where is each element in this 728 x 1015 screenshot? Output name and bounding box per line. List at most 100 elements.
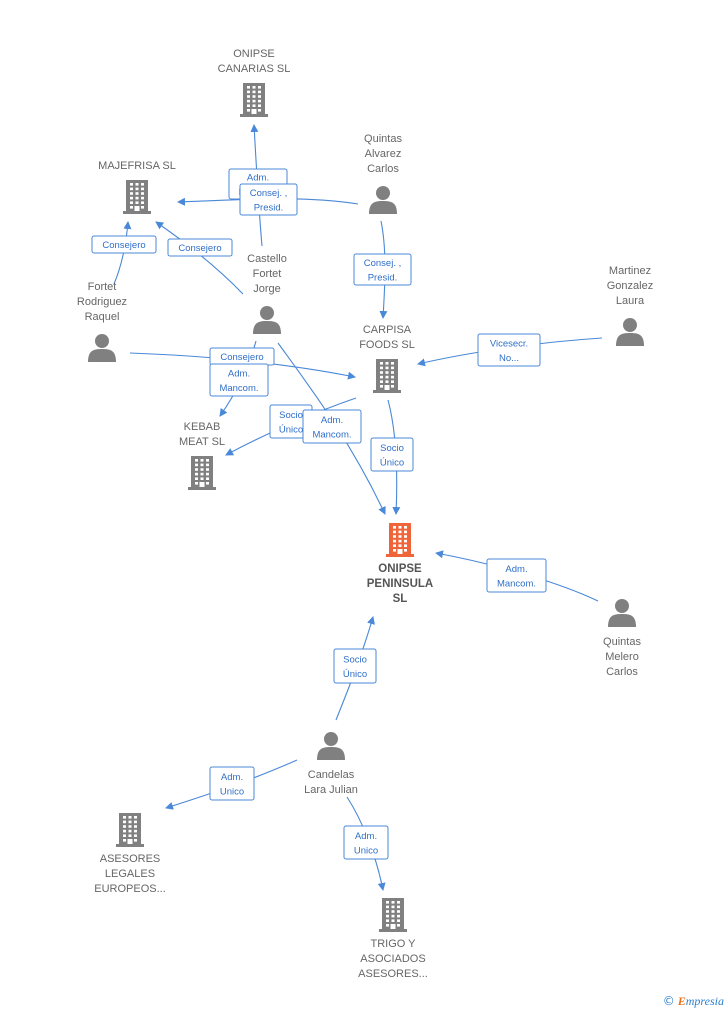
- person-icon[interactable]: [253, 306, 281, 334]
- node-label: ASOCIADOS: [360, 953, 425, 965]
- edge-label-box[interactable]: [239, 183, 298, 216]
- node-label: Rodriguez: [77, 296, 127, 308]
- edge-label-candelas-to-asesores[interactable]: Adm. Unico: [209, 766, 255, 801]
- node-label: Fortet: [253, 268, 282, 280]
- edge-label-box[interactable]: [209, 766, 255, 801]
- edge-label-quintas_melero-to-onipse_peninsula[interactable]: Adm. Mancom.: [486, 558, 547, 593]
- edge-label-text: Único: [279, 424, 303, 435]
- node-label: Fortet: [88, 281, 117, 293]
- person-icon[interactable]: [608, 599, 636, 627]
- edge-label-text: Vicesecr.: [490, 338, 528, 349]
- node-label: SL: [393, 593, 408, 605]
- edge-label-fortet-to-majefrisa[interactable]: Consejero: [91, 235, 157, 254]
- node-label: MAJEFRISA SL: [98, 160, 176, 172]
- edge-label-text: Adm.: [221, 772, 243, 783]
- edge-label-text: Unico: [220, 786, 244, 797]
- node-label: EUROPEOS...: [94, 883, 166, 895]
- edge-label-box[interactable]: [486, 558, 547, 593]
- node-label: Melero: [605, 651, 639, 663]
- node-label: ASESORES...: [358, 968, 428, 980]
- node-label: TRIGO Y: [370, 938, 416, 950]
- node-label: KEBAB: [184, 421, 221, 433]
- edge-label-text: Consejero: [102, 240, 145, 251]
- edge-label-quintas_alvarez-to-majefrisa[interactable]: Consej. ,Presid.: [239, 183, 298, 216]
- edge-label-castello-to-kebab[interactable]: Adm.Mancom.: [209, 363, 269, 397]
- node-label: Laura: [616, 295, 645, 307]
- edge-label-box[interactable]: [343, 825, 389, 860]
- building-icon[interactable]: [116, 813, 144, 847]
- edge-label-text: No...: [499, 353, 519, 364]
- edge-label-castello-to-onipse_peninsula[interactable]: Adm.Mancom.: [302, 409, 362, 444]
- brand-initial: E: [677, 994, 686, 1008]
- edge-label-box[interactable]: [477, 333, 541, 367]
- person-icon[interactable]: [88, 334, 116, 362]
- edge-labels-layer: Adm.Mancom.Consej. ,Presid.ConsejeroCons…: [91, 168, 547, 860]
- edge-label-castello-to-majefrisa[interactable]: Consejero: [167, 238, 233, 257]
- edge-label-text: Socio: [380, 443, 404, 454]
- node-label: ASESORES: [100, 853, 161, 865]
- node-label: Quintas: [364, 133, 402, 145]
- person-icon[interactable]: [317, 732, 345, 760]
- node-label: Carlos: [606, 666, 638, 678]
- edge-label-text: Adm.: [355, 831, 377, 842]
- edge-label-text: Socio: [343, 654, 367, 665]
- building-icon[interactable]: [386, 523, 414, 557]
- edge-label-text: Adm.: [505, 564, 527, 575]
- edge-label-text: Adm.: [247, 172, 269, 183]
- node-trigo[interactable]: TRIGO Y ASOCIADOS ASESORES...: [358, 898, 428, 980]
- person-icon[interactable]: [616, 318, 644, 346]
- node-label: Martinez: [609, 265, 651, 277]
- edge-label-candelas-to-trigo[interactable]: Adm. Unico: [343, 825, 389, 860]
- node-label: ONIPSE: [233, 48, 275, 60]
- building-icon[interactable]: [123, 180, 151, 214]
- node-label: Gonzalez: [607, 280, 653, 292]
- edge-label-text: Único: [380, 457, 404, 468]
- edge-label-box[interactable]: [302, 409, 362, 444]
- building-icon[interactable]: [379, 898, 407, 932]
- edge-label-fortet-to-carpisa[interactable]: Consejero: [209, 347, 275, 366]
- copyright-icon: ©: [662, 994, 675, 1008]
- node-label: CARPISA: [363, 324, 412, 336]
- node-asesores[interactable]: ASESORESLEGALESEUROPEOS...: [94, 813, 166, 895]
- node-carpisa[interactable]: CARPISA FOODS SL: [359, 324, 415, 393]
- brand-name: mpresia: [685, 994, 724, 1008]
- edge-label-box[interactable]: [333, 648, 377, 684]
- building-icon[interactable]: [188, 456, 216, 490]
- edge-label-box[interactable]: [370, 437, 414, 472]
- node-label: Castello: [247, 253, 287, 265]
- edge-label-box[interactable]: [167, 238, 233, 257]
- edge-label-box[interactable]: [91, 235, 157, 254]
- edge-label-box[interactable]: [209, 363, 269, 397]
- edge-label-box[interactable]: [353, 253, 412, 286]
- node-kebab[interactable]: KEBAB MEAT SL: [179, 421, 225, 490]
- node-label: Candelas: [308, 769, 355, 781]
- edge-label-text: Consej. ,: [364, 258, 402, 269]
- edge-label-quintas_alvarez-to-carpisa[interactable]: Consej. , Presid.: [353, 253, 412, 286]
- edge-label-text: Mancom.: [497, 578, 536, 589]
- edge-label-text: Presid.: [254, 202, 284, 213]
- edge-label-text: Consejero: [220, 352, 263, 363]
- edge-label-text: Unico: [354, 845, 378, 856]
- building-icon[interactable]: [240, 83, 268, 117]
- node-label: ONIPSE: [378, 563, 422, 575]
- person-icon[interactable]: [369, 186, 397, 214]
- node-label: MEAT SL: [179, 436, 225, 448]
- edge-label-text: Adm.: [228, 368, 250, 379]
- edge-label-text: Presid.: [368, 272, 398, 283]
- building-icon[interactable]: [373, 359, 401, 393]
- node-label: FOODS SL: [359, 339, 415, 351]
- edge-label-martinez-to-carpisa[interactable]: Vicesecr. No...: [477, 333, 541, 367]
- node-label: Lara Julian: [304, 784, 358, 796]
- node-majefrisa[interactable]: MAJEFRISA SL: [98, 160, 176, 214]
